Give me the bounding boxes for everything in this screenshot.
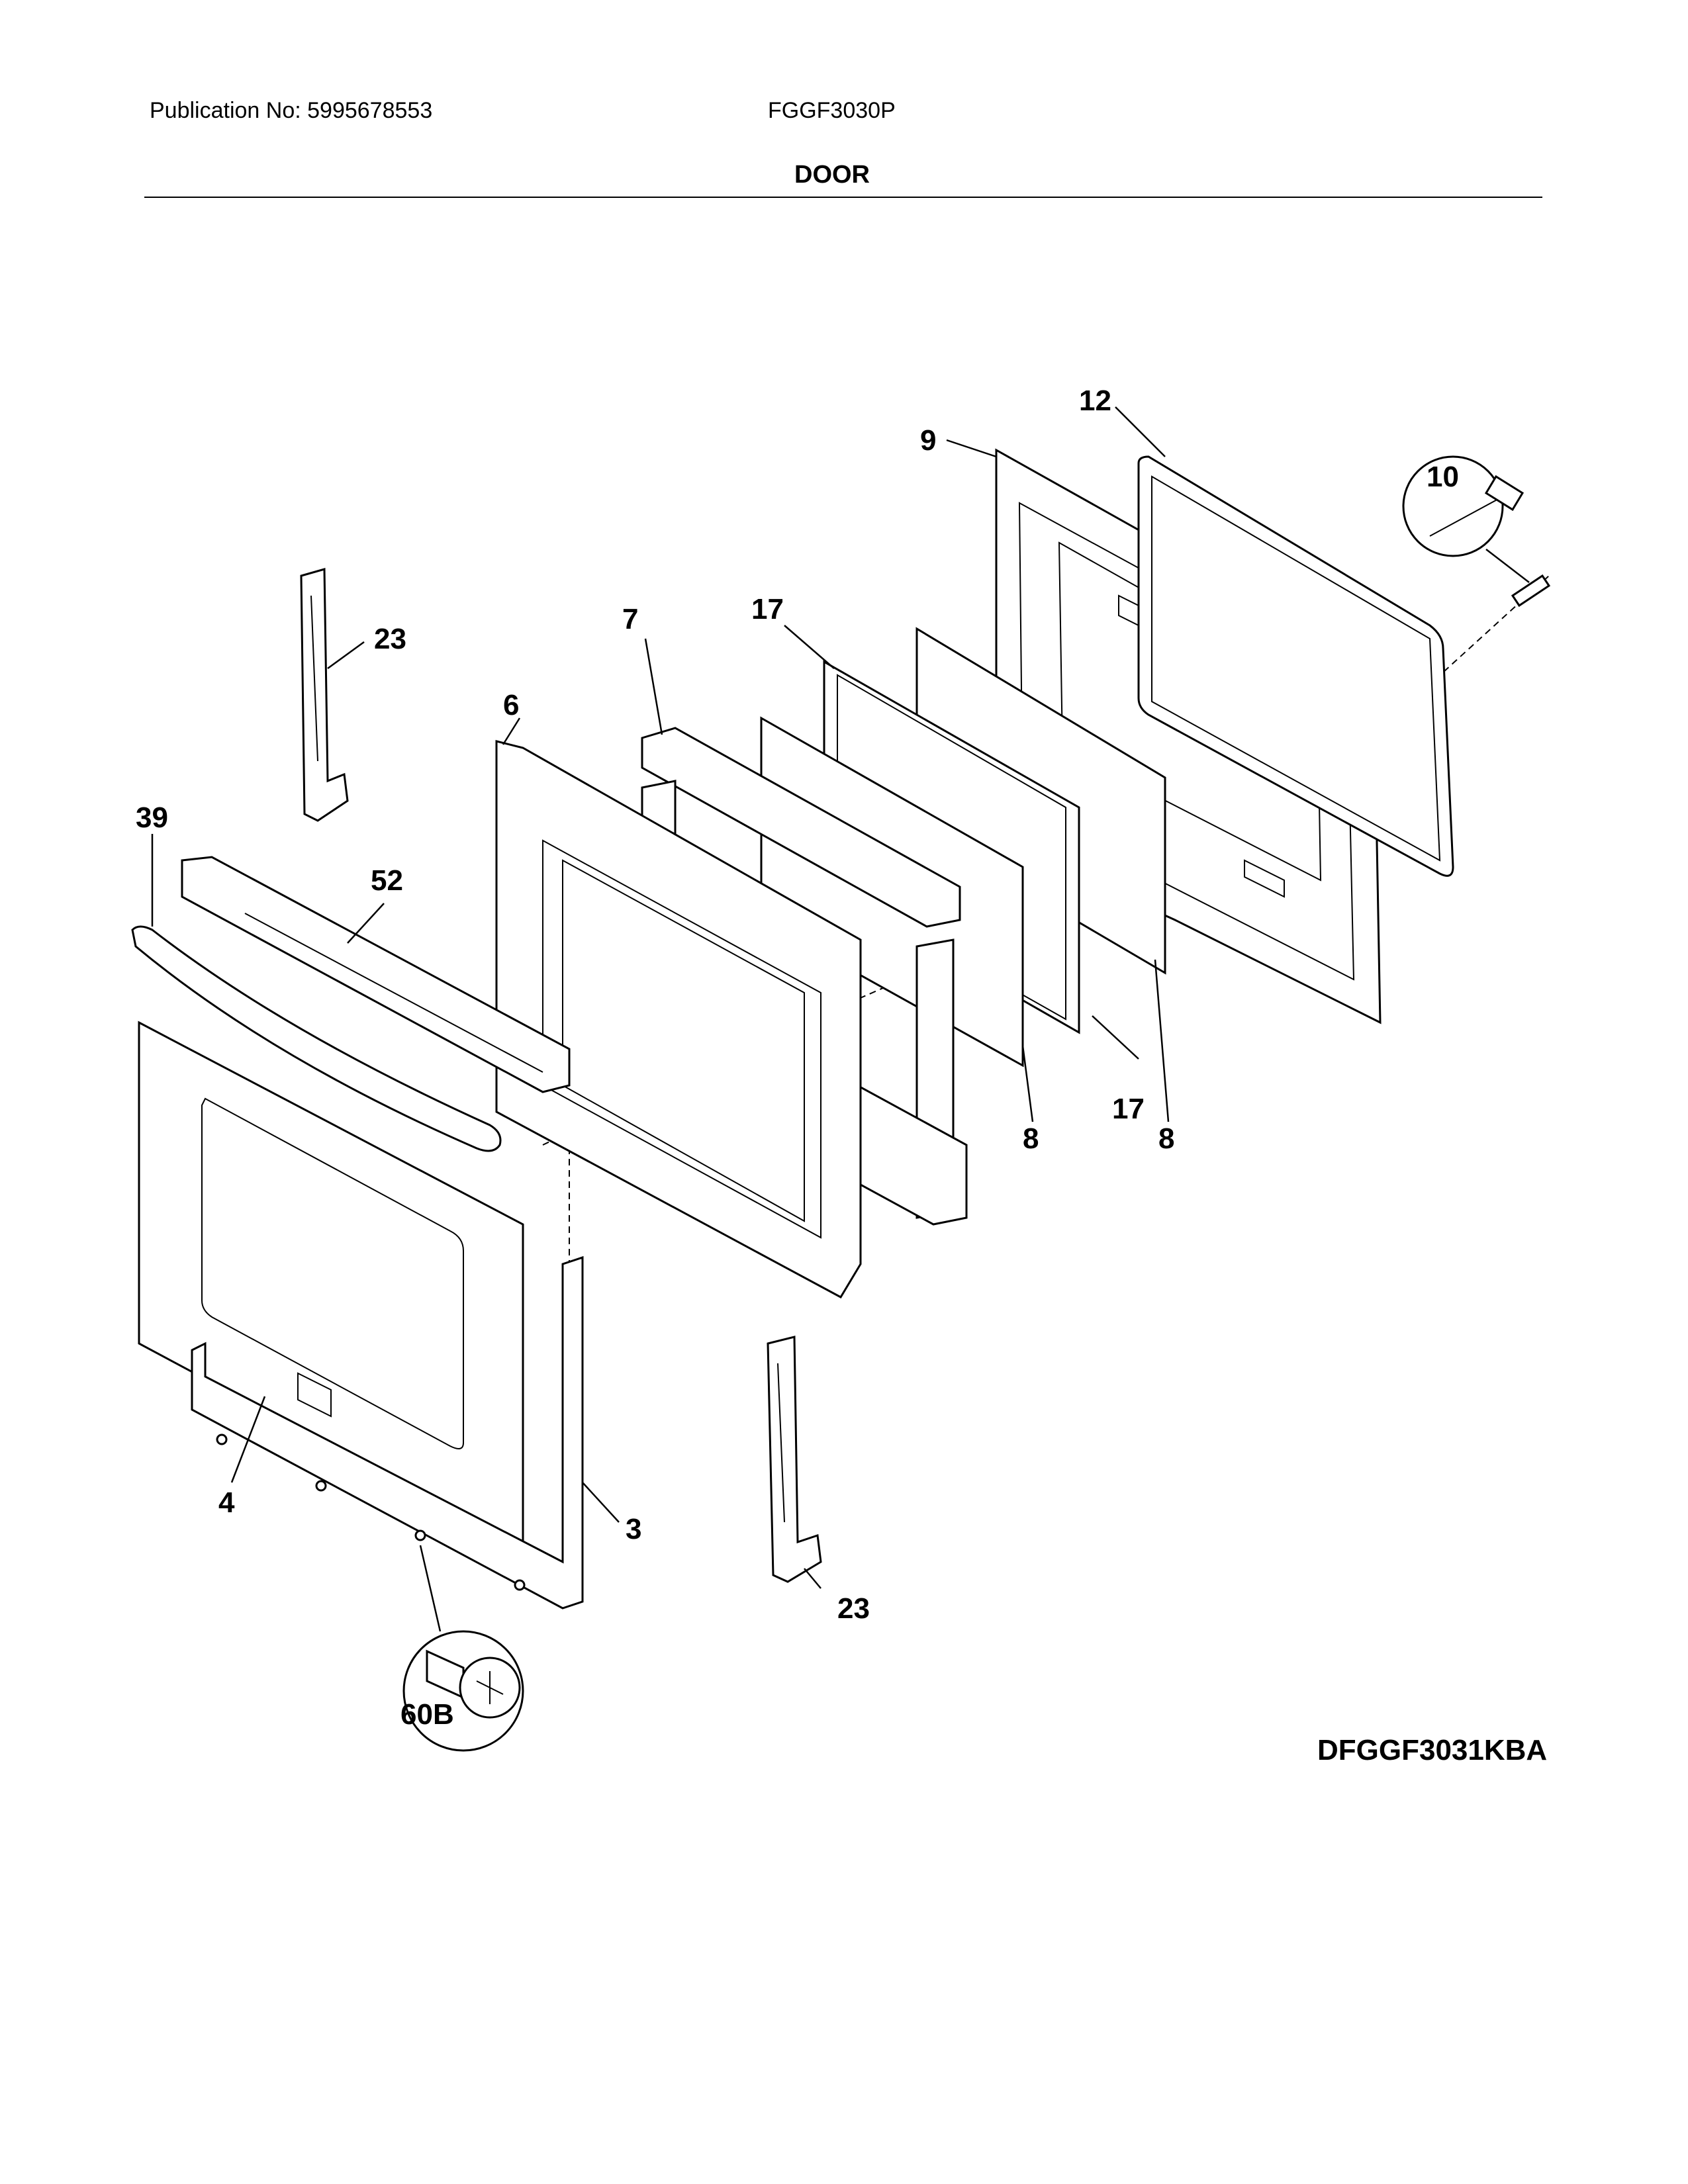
model-number: FGGF3030P <box>768 98 896 123</box>
part-12-gasket <box>1137 455 1454 877</box>
callout-labels: 12 9 10 23 7 17 6 39 52 8 8 17 4 3 23 60… <box>136 385 1459 1731</box>
part-3-door-trim <box>191 1255 584 1610</box>
callout-52: 52 <box>371 864 403 897</box>
callout-12: 12 <box>1079 385 1111 417</box>
diagram-code: DFGGF3031KBA <box>1317 1734 1548 1766</box>
callout-39: 39 <box>136 801 168 834</box>
callout-60b: 60B <box>400 1698 454 1731</box>
callout-8-rear: 8 <box>1158 1122 1174 1155</box>
callout-23-lower: 23 <box>837 1592 870 1625</box>
part-60b-screw-callout <box>402 1545 524 1752</box>
part-23-hinge-lower <box>767 1336 822 1583</box>
callout-4: 4 <box>218 1486 235 1519</box>
callout-8-front: 8 <box>1023 1122 1039 1155</box>
leader-lines <box>151 406 1170 1589</box>
screw-set <box>216 1433 526 1591</box>
part-39-handle <box>131 925 502 1152</box>
callout-17-lower: 17 <box>1112 1093 1145 1125</box>
publication-number: Publication No: 5995678553 <box>150 98 433 123</box>
callout-10: 10 <box>1427 461 1459 493</box>
callout-9: 9 <box>920 424 936 457</box>
callout-6: 6 <box>503 689 519 721</box>
header-divider <box>144 197 1542 198</box>
callout-23-upper: 23 <box>374 623 406 655</box>
part-6-door-frame <box>495 740 862 1298</box>
part-10-bolt-callout <box>1402 455 1551 608</box>
callout-3: 3 <box>626 1513 641 1545</box>
callout-7: 7 <box>622 603 638 635</box>
callout-17-upper: 17 <box>751 593 784 625</box>
section-title: DOOR <box>794 161 870 189</box>
part-52-handle-trim <box>181 856 571 1093</box>
part-23-hinge-upper <box>300 568 349 822</box>
